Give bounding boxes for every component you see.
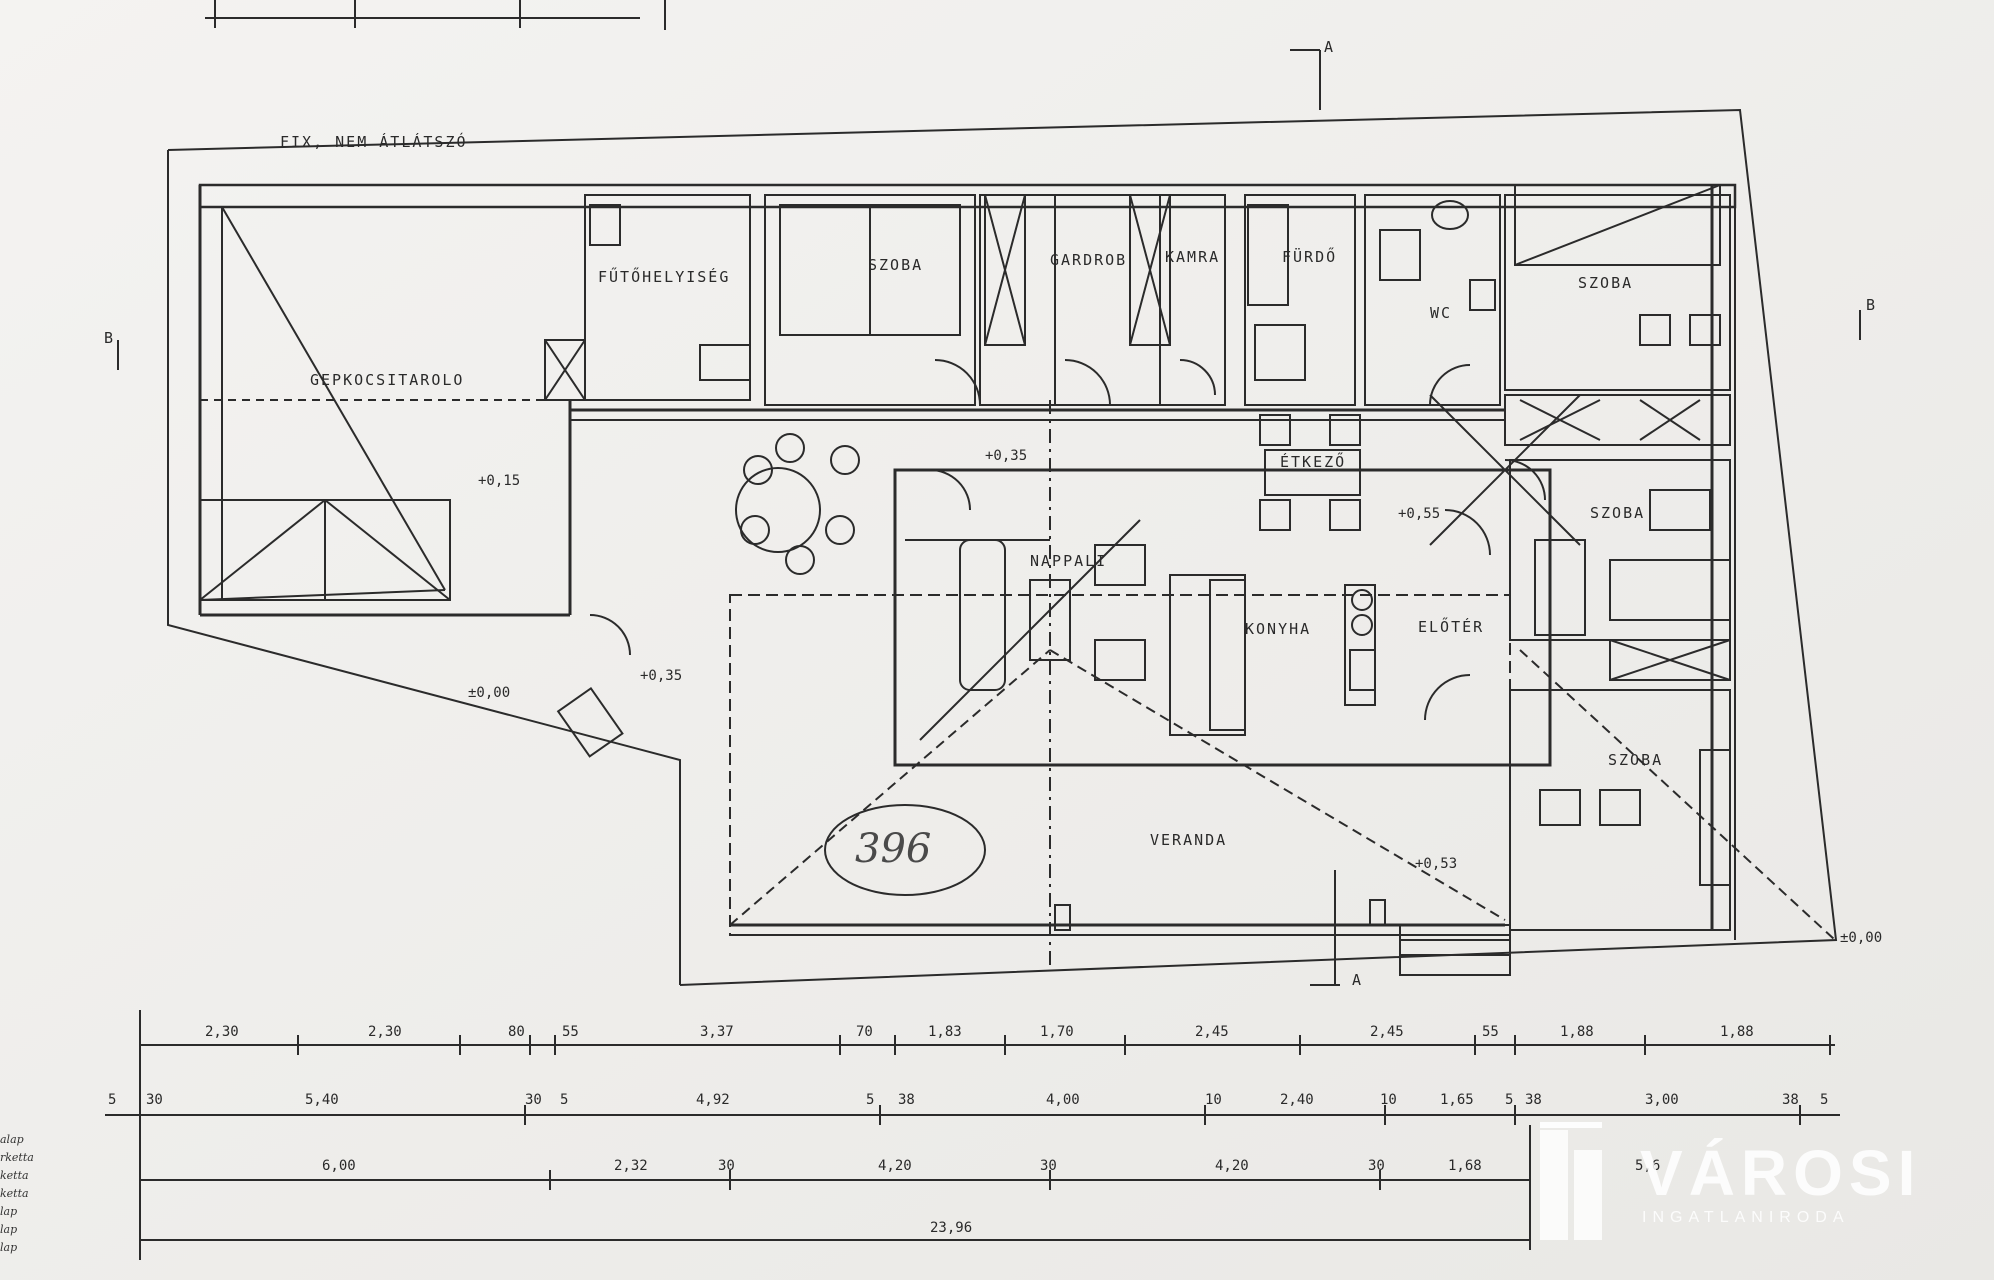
side-notes: alap rketta ketta ketta lap lap lap (0, 1133, 34, 1254)
svg-text:alap: alap (0, 1133, 24, 1146)
level-mark: +0,35 (985, 448, 1027, 464)
svg-text:ketta: ketta (0, 1187, 29, 1200)
level-mark: ±0,00 (468, 685, 510, 701)
watermark-brand: VÁROSI (1640, 1137, 1921, 1209)
svg-text:lap: lap (0, 1241, 17, 1254)
top-note: FIX, NEM ÁTLÁTSZÓ (280, 132, 468, 151)
room-bedroom-e2-label: SZOBA (1608, 751, 1663, 769)
svg-text:1,88: 1,88 (1560, 1024, 1594, 1040)
room-pantry-label: KAMRA (1165, 248, 1220, 266)
svg-text:38: 38 (1782, 1092, 1799, 1108)
room-garage-label: GEPKOCSITAROLO (310, 371, 464, 389)
svg-text:1,88: 1,88 (1720, 1024, 1754, 1040)
svg-text:5,40: 5,40 (305, 1092, 339, 1108)
svg-text:80: 80 (508, 1024, 525, 1040)
room-veranda-label: VERANDA (1150, 831, 1227, 849)
room-bedroom-ne-label: SZOBA (1578, 274, 1633, 292)
watermark: VÁROSI INGATLANIRODA (1540, 1122, 1921, 1240)
svg-text:30: 30 (1040, 1158, 1057, 1174)
room-kitchen-label: KONYHA (1245, 620, 1311, 638)
level-mark: +0,55 (1398, 506, 1440, 522)
svg-text:2,40: 2,40 (1280, 1092, 1314, 1108)
svg-text:5: 5 (1820, 1092, 1828, 1108)
svg-text:2,30: 2,30 (368, 1024, 402, 1040)
svg-text:1,65: 1,65 (1440, 1092, 1474, 1108)
svg-text:2,32: 2,32 (614, 1158, 648, 1174)
svg-text:30: 30 (146, 1092, 163, 1108)
room-wardrobe-label: GARDROB (1050, 251, 1127, 269)
level-mark: +0,35 (640, 668, 682, 684)
level-mark: ±0,00 (1840, 930, 1882, 946)
svg-text:6,00: 6,00 (322, 1158, 356, 1174)
svg-text:55: 55 (1482, 1024, 1499, 1040)
svg-text:30: 30 (1368, 1158, 1385, 1174)
dimension-row-1: 2,30 2,30 80 55 3,37 70 1,83 1,70 2,45 2… (205, 1024, 1754, 1040)
svg-text:5: 5 (560, 1092, 568, 1108)
svg-text:3,00: 3,00 (1645, 1092, 1679, 1108)
svg-text:38: 38 (898, 1092, 915, 1108)
room-bedroom-e1-label: SZOBA (1590, 504, 1645, 522)
level-mark: +0,53 (1415, 856, 1457, 872)
svg-text:2,30: 2,30 (205, 1024, 239, 1040)
svg-text:38: 38 (1525, 1092, 1542, 1108)
svg-text:10: 10 (1380, 1092, 1397, 1108)
section-a-bottom: A (1352, 971, 1363, 989)
watermark-sub: INGATLANIRODA (1642, 1209, 1850, 1226)
svg-text:4,20: 4,20 (1215, 1158, 1249, 1174)
svg-text:1,83: 1,83 (928, 1024, 962, 1040)
svg-text:70: 70 (856, 1024, 873, 1040)
svg-text:1,70: 1,70 (1040, 1024, 1074, 1040)
dimension-row-3: 6,00 2,32 30 4,20 30 4,20 30 1,68 5,6 (322, 1158, 1660, 1174)
svg-text:4,92: 4,92 (696, 1092, 730, 1108)
svg-text:lap: lap (0, 1223, 17, 1236)
room-hall-label: ELŐTÉR (1418, 616, 1484, 636)
room-bedroom-top-label: SZOBA (868, 256, 923, 274)
room-dining-label: ÉTKEZŐ (1280, 451, 1346, 471)
svg-text:4,00: 4,00 (1046, 1092, 1080, 1108)
svg-text:30: 30 (718, 1158, 735, 1174)
svg-text:30: 30 (525, 1092, 542, 1108)
total-length: 23,96 (930, 1220, 972, 1236)
building-logo-icon (1540, 1122, 1602, 1240)
svg-text:lap: lap (0, 1205, 17, 1218)
svg-text:10: 10 (1205, 1092, 1222, 1108)
svg-text:3,37: 3,37 (700, 1024, 734, 1040)
svg-text:5: 5 (108, 1092, 116, 1108)
section-a-top: A (1324, 38, 1335, 56)
section-b-right: B (1866, 296, 1877, 314)
svg-text:rketta: rketta (0, 1151, 34, 1164)
svg-text:5: 5 (1505, 1092, 1513, 1108)
dimension-row-2: 5 30 5,40 30 5 4,92 5 38 4,00 10 2,40 10… (108, 1092, 1828, 1108)
svg-text:5: 5 (866, 1092, 874, 1108)
svg-text:2,45: 2,45 (1195, 1024, 1229, 1040)
svg-text:4,20: 4,20 (878, 1158, 912, 1174)
svg-text:55: 55 (562, 1024, 579, 1040)
svg-text:ketta: ketta (0, 1169, 29, 1182)
dimension-ticks (139, 1035, 1831, 1190)
svg-text:1,68: 1,68 (1448, 1158, 1482, 1174)
section-b-left: B (104, 329, 115, 347)
room-bathroom-label: FÜRDŐ (1282, 246, 1337, 266)
room-living-label: NAPPALI (1030, 552, 1107, 570)
handwritten-note: 396 (855, 826, 931, 872)
level-mark: +0,15 (478, 473, 520, 489)
room-wc-label: WC (1430, 304, 1452, 322)
room-boiler-label: FŰTŐHELYISÉG (598, 266, 730, 286)
svg-text:5,6: 5,6 (1635, 1158, 1660, 1174)
svg-text:2,45: 2,45 (1370, 1024, 1404, 1040)
